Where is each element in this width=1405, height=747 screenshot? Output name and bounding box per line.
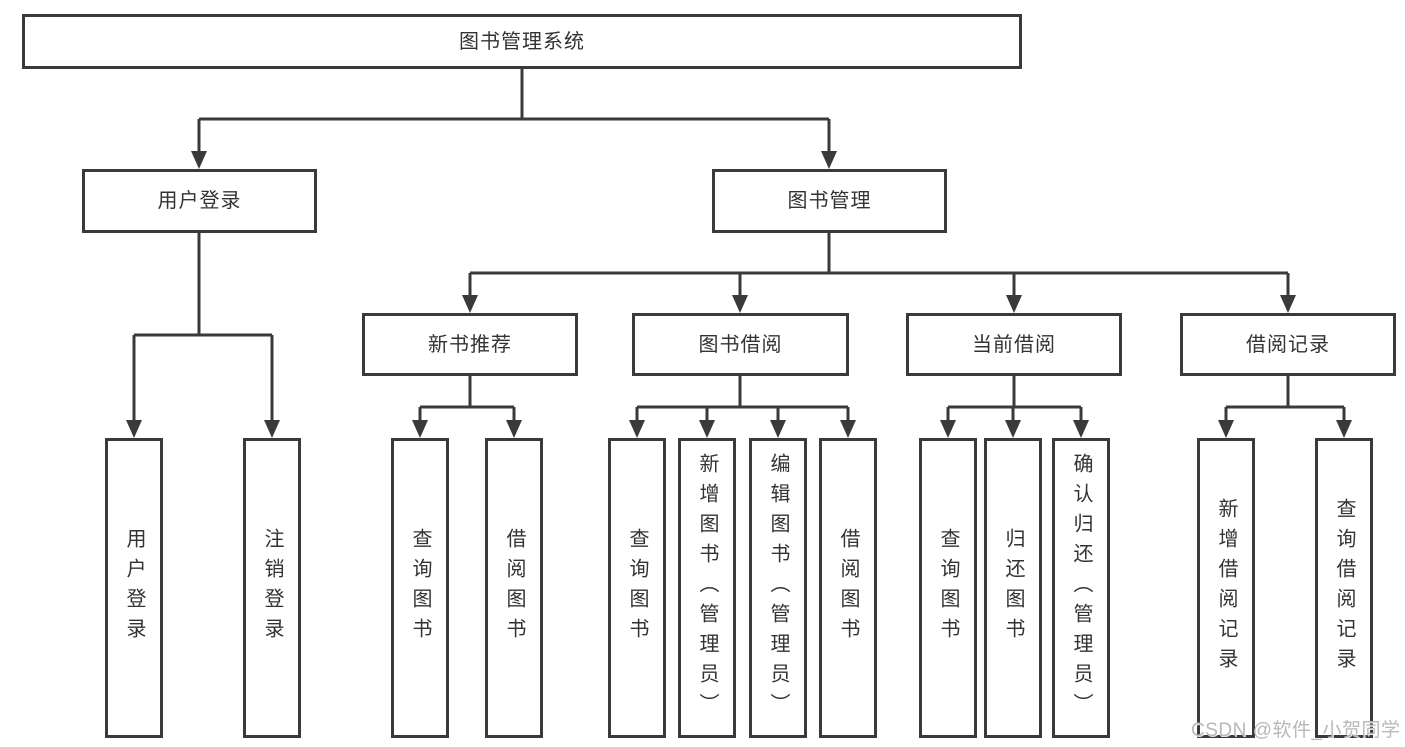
node-book-management: 图书管理 [712,169,947,233]
connector-segments [132,69,1346,421]
leaf-borrow-books-borrowing: 借阅图书 [819,438,877,738]
leaf-user-login: 用户登录 [105,438,163,738]
leaf-confirm-return-admin: 确认归还（管理员） [1052,438,1110,738]
node-user-login: 用户登录 [82,169,317,233]
node-library-management-system: 图书管理系统 [22,14,1022,69]
leaf-return-books: 归还图书 [984,438,1042,738]
watermark-csdn: CSDN @软件_小贺同学 [1191,720,1401,741]
leaf-query-books-borrowing: 查询图书 [608,438,666,738]
node-book-borrowing: 图书借阅 [632,313,849,376]
leaf-query-books-recommend: 查询图书 [391,438,449,738]
leaf-borrow-books-recommend: 借阅图书 [485,438,543,738]
node-new-book-recommend: 新书推荐 [362,313,578,376]
leaf-logout: 注销登录 [243,438,301,738]
leaf-add-books-admin: 新增图书（管理员） [678,438,736,738]
node-borrowing-records: 借阅记录 [1180,313,1396,376]
leaf-query-books-current: 查询图书 [919,438,977,738]
leaf-edit-books-admin: 编辑图书（管理员） [749,438,807,738]
node-current-borrowing: 当前借阅 [906,313,1122,376]
leaf-query-borrow-record: 查询借阅记录 [1315,438,1373,738]
leaf-add-borrow-record: 新增借阅记录 [1197,438,1255,738]
arrowheads [126,151,1352,438]
